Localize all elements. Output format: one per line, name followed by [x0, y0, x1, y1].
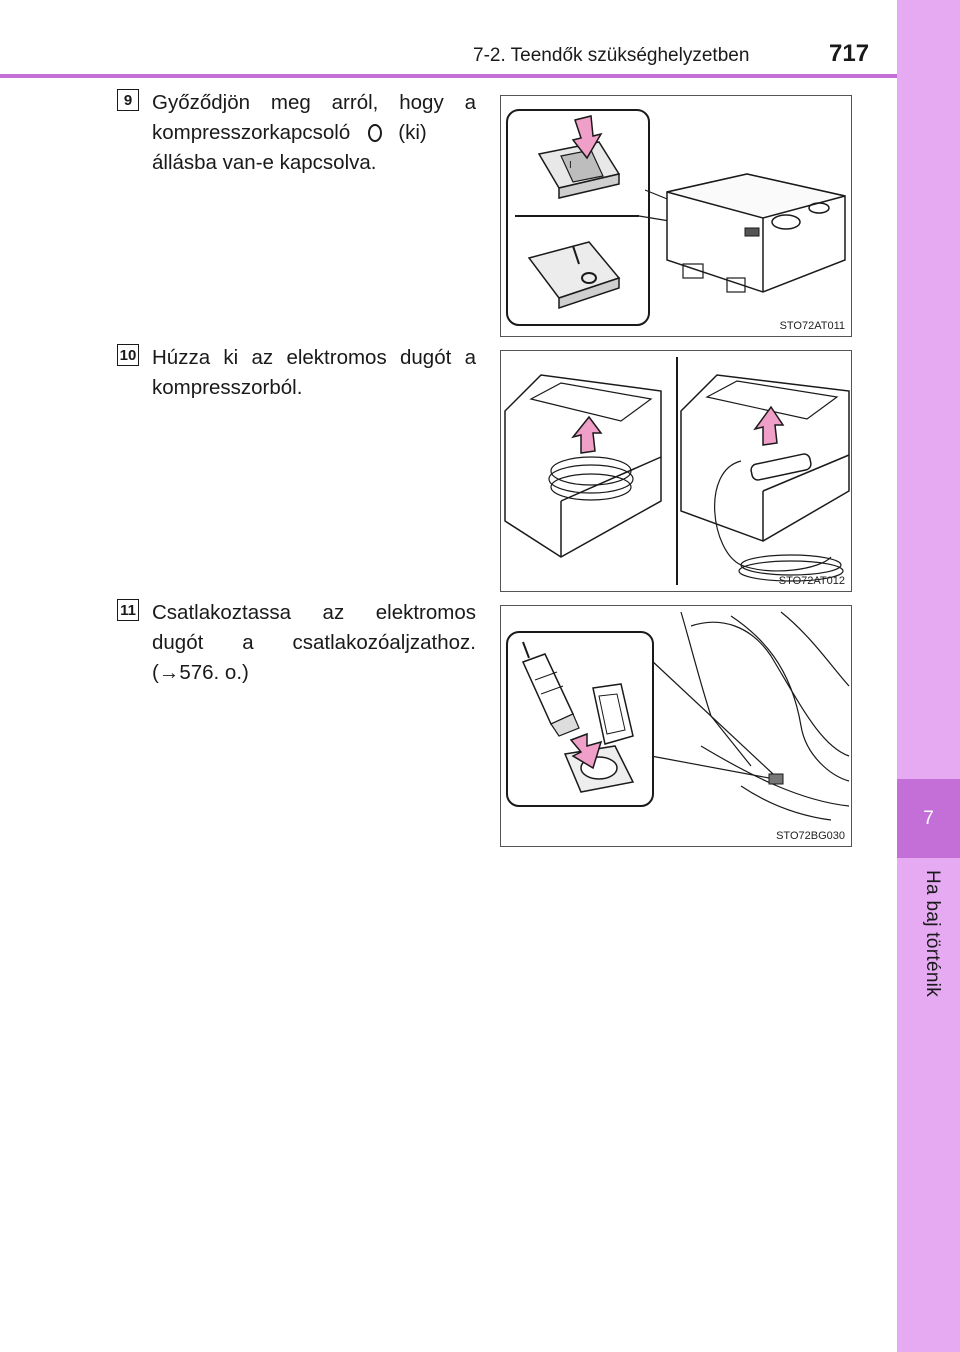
unplug-cord-illustration: [504, 357, 850, 585]
header-divider: [0, 74, 897, 78]
figure-compressor-switch: I STO72AT011: [500, 95, 852, 337]
compressor-body-icon: [666, 173, 846, 293]
step-text-9-part1: Győződjön meg arról, hogy a kompresszork…: [152, 91, 476, 144]
switch-upper-icon: I: [537, 141, 621, 199]
car-interior-icon: [680, 611, 850, 821]
figure-unplug-cord: STO72AT012: [500, 350, 852, 592]
compressor-left-icon: [504, 374, 662, 558]
compressor-right-icon: [680, 374, 850, 582]
power-plug-icon: [521, 641, 580, 737]
chapter-title: Ha baj történik: [922, 870, 943, 998]
step-text-9: Győződjön meg arról, hogy a kompresszork…: [152, 88, 476, 178]
compressor-switch-illustration: I: [506, 109, 846, 326]
figure-code: STO72BG030: [776, 830, 845, 842]
off-circle-icon: [368, 124, 383, 142]
chapter-side-tab: 7 Ha baj történik: [897, 0, 960, 1352]
svg-text:I: I: [569, 160, 572, 171]
step-text-11: Csatlakoztassa az elektromos dugót a csa…: [152, 601, 476, 684]
step-number-10: 10: [117, 344, 139, 366]
step-number-9: 9: [117, 89, 139, 111]
header-section-title: 7-2. Teendők szükséghelyzetben: [473, 45, 750, 66]
page-number: 717: [829, 40, 870, 67]
connect-socket-illustration: [506, 611, 850, 821]
switch-lower-icon: [527, 241, 621, 310]
step-text-9-part2: (ki) állásba van-e kapcsolva.: [152, 121, 427, 174]
figure-connect-socket: STO72BG030: [500, 605, 852, 847]
pull-arrow-left-icon: [571, 415, 603, 454]
chapter-number: 7: [897, 779, 960, 858]
step-number-11: 11: [117, 599, 139, 621]
pull-arrow-right-icon: [753, 405, 785, 446]
insert-arrow-icon: [569, 732, 603, 770]
step-text-10: Húzza ki az elektromos dugót a kompressz…: [152, 346, 476, 399]
figure-code: STO72AT011: [779, 320, 845, 332]
press-arrow-icon: [571, 115, 603, 160]
figure-code: STO72AT012: [778, 575, 845, 587]
